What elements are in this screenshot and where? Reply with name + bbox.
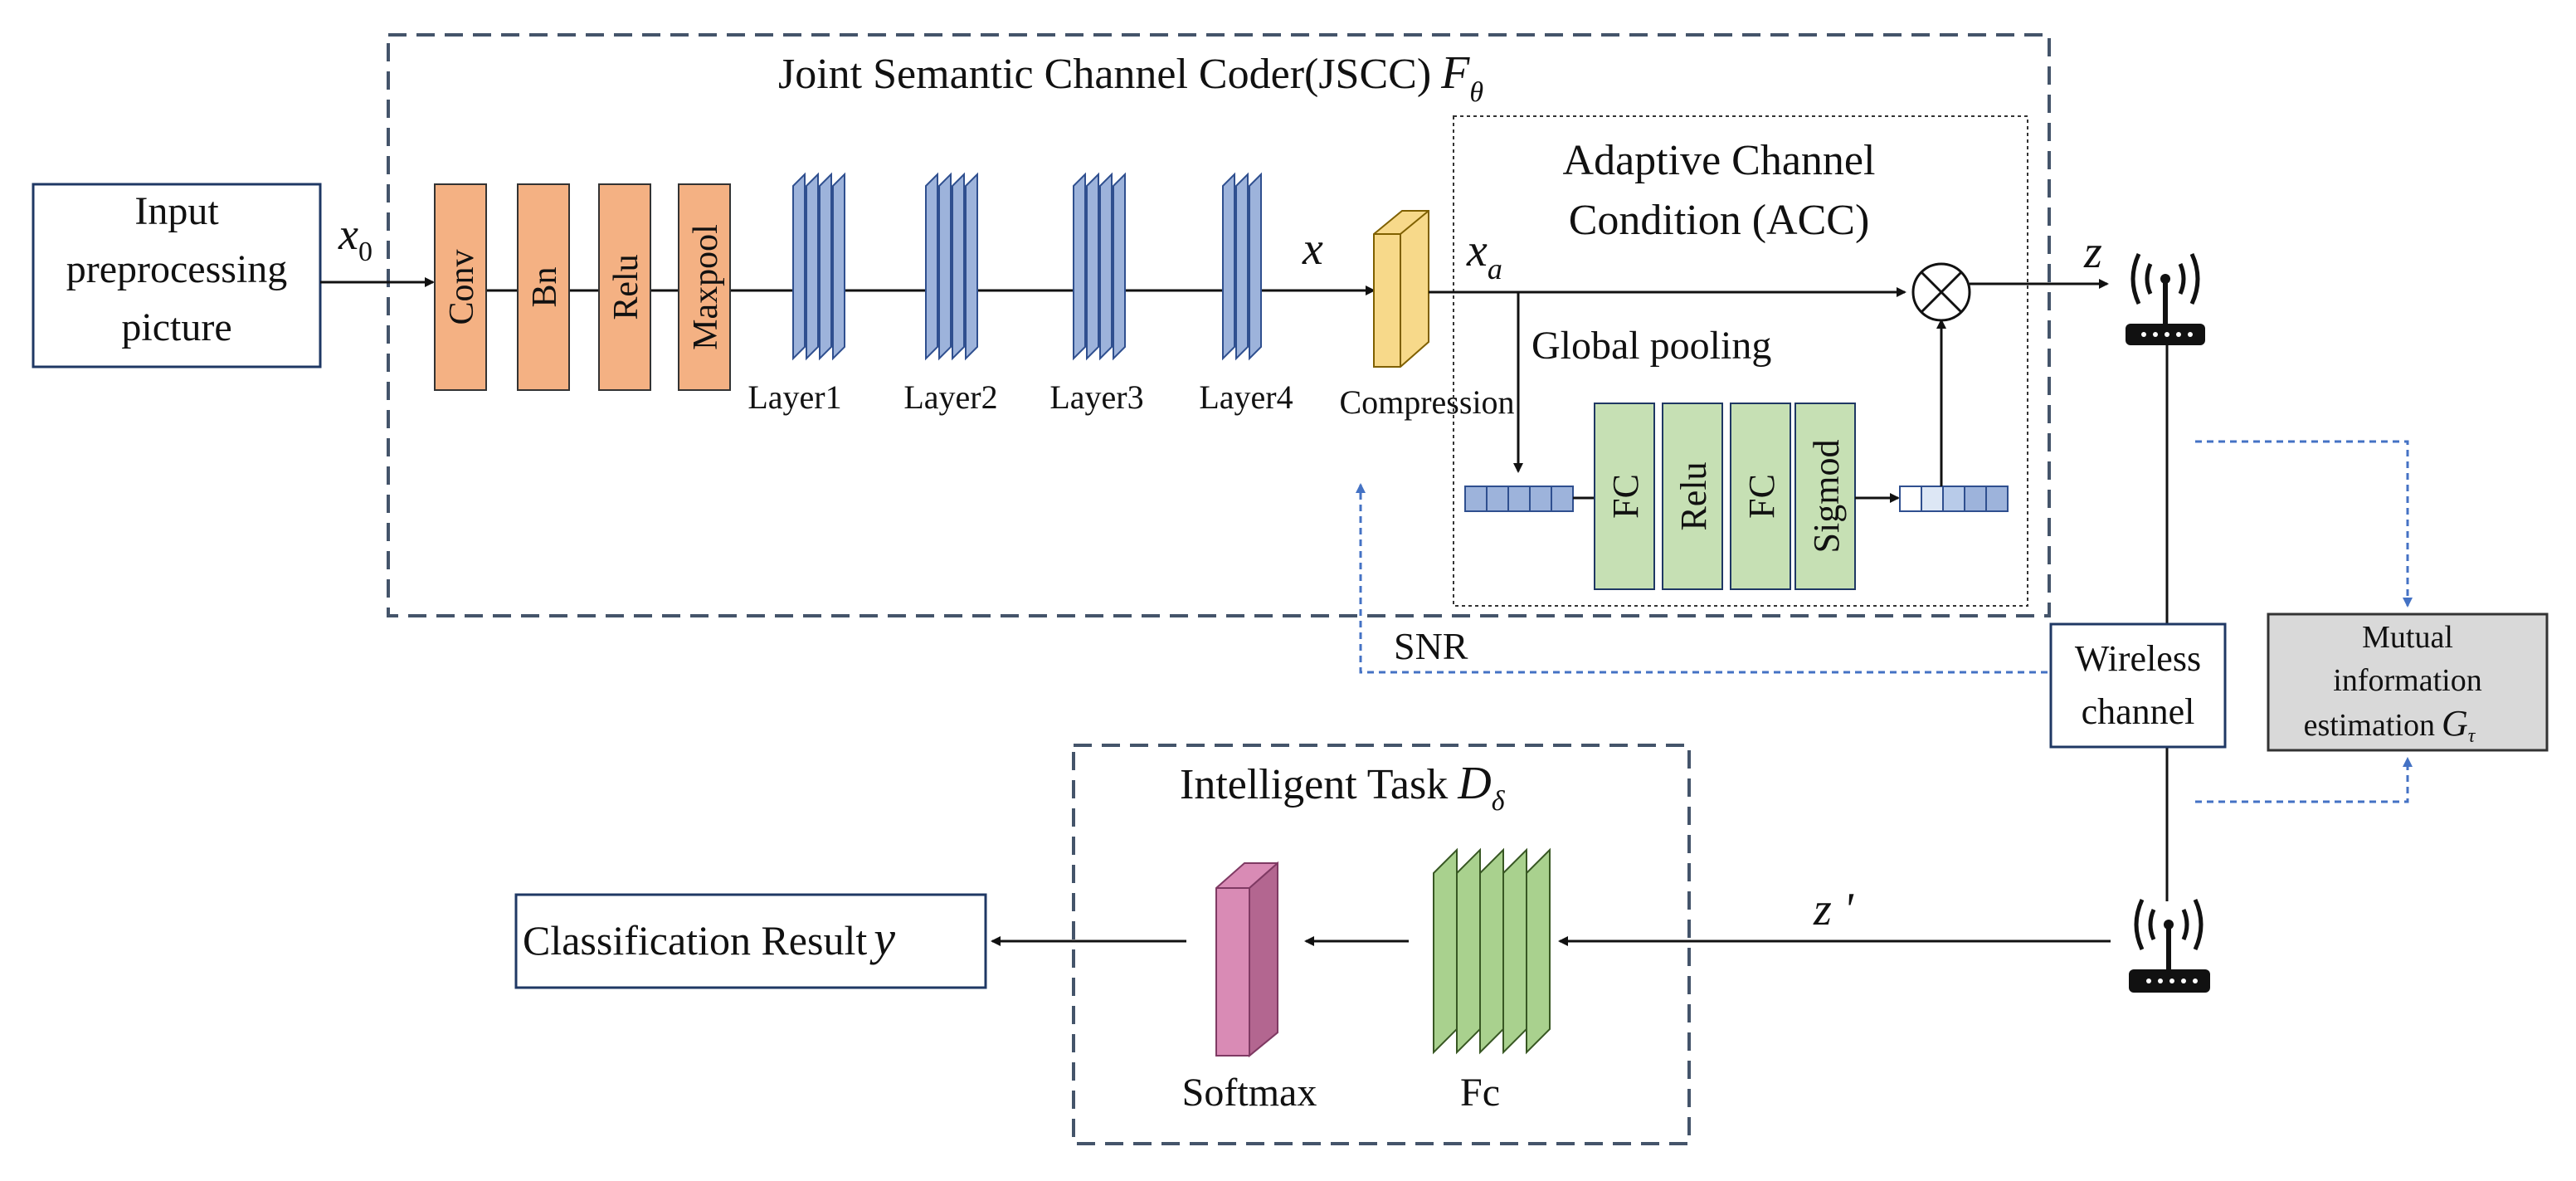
acc-block-fc-1: FC [1594,403,1655,590]
dashed-link-to-mi-bottom [2195,757,2413,803]
fc-stack [1433,847,1551,1055]
layer1-stack [792,172,845,361]
acc-title-line-1: Adaptive Channel [1563,137,1876,184]
acc-block-sigmod-label: Sigmod [1806,440,1847,554]
wireless-channel-line-2: channel [2082,691,2195,732]
acc-block-relu: Relu [1662,403,1723,590]
multiply-icon [1911,262,1971,322]
acc-block-fc-2-label: FC [1741,474,1782,519]
input-box-line-3: picture [121,305,231,349]
compression-label: Compression [1339,383,1514,421]
stem-block-relu-label: Relu [607,254,645,320]
stem-block-bn-label: Bn [526,266,564,307]
dashed-snr-feedback [1356,483,2048,674]
stem-block-maxpool: Maxpool [678,183,731,391]
compression-block [1373,210,1429,368]
receiver-antenna-icon [2129,898,2210,993]
classification-result-box [514,893,987,989]
stem-block-bn: Bn [517,183,570,391]
acc-title-line-2: Condition (ACC) [1569,197,1870,244]
stem-block-relu: Relu [598,183,651,391]
layer2-stack [925,172,978,361]
x-label: x [1302,223,1323,275]
input-box [32,183,322,368]
input-box-line-1: Input [134,189,219,233]
pooling-vector [1464,486,1574,512]
global-pooling-label: Global pooling [1531,324,1771,368]
softmax-label: Softmax [1182,1071,1317,1115]
dashed-link-to-mi-top [2195,440,2413,608]
jscc-title: Joint Semantic Channel Coder(JSCC)Fθ [778,47,1483,108]
x0-label: x0 [338,209,373,267]
mi-line-1: Mutual [2362,620,2453,655]
layer3-stack [1073,172,1126,361]
attention-vector [1899,486,2009,512]
layer2-label: Layer2 [903,378,997,416]
input-box-line-2: preprocessing [66,247,288,291]
layer3-label: Layer3 [1049,378,1143,416]
fc-label: Fc [1460,1071,1500,1115]
z-prime-label: z ' [1813,884,1854,935]
softmax-block [1215,861,1278,1058]
snr-label: SNR [1394,625,1468,667]
xa-label: xa [1466,225,1502,285]
layer4-label: Layer4 [1199,378,1293,416]
acc-block-relu-label: Relu [1673,461,1714,530]
z-label: z [2083,227,2102,278]
jscc-frame [387,33,2051,617]
layer4-stack [1222,172,1262,361]
acc-frame [1453,115,2028,607]
acc-block-sigmod: Sigmod [1794,403,1856,590]
wireless-channel-box [2049,622,2227,749]
wireless-channel-line-1: Wireless [2075,638,2201,679]
stem-block-conv: Conv [434,183,487,391]
transmitter-antenna-icon [2126,252,2205,345]
acc-block-fc-2: FC [1730,403,1791,590]
stem-block-conv-label: Conv [443,249,481,325]
layer1-label: Layer1 [747,378,841,416]
mi-line-2: information [2333,663,2481,698]
stem-block-maxpool-label: Maxpool [687,224,725,350]
mutual-information-box [2267,612,2549,752]
acc-block-fc-1-label: FC [1605,474,1646,519]
